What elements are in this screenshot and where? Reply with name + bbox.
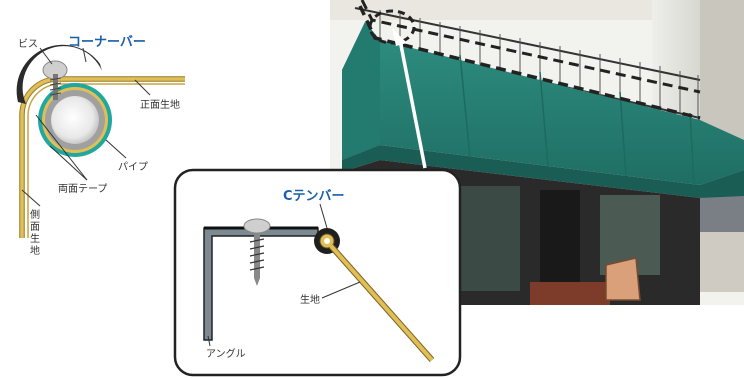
- pipe-label: パイプ: [118, 161, 148, 173]
- double-tape-label: 両面テープ: [58, 183, 107, 195]
- screw-icon-inset: [243, 218, 271, 286]
- inset-frame: [173, 168, 462, 377]
- svg-text:生: 生: [30, 232, 40, 245]
- screw-label: ビス: [18, 38, 38, 50]
- front-fabric-label: 正面生地: [140, 98, 180, 111]
- fabric-label: 生地: [300, 293, 320, 306]
- svg-text:地: 地: [30, 244, 40, 257]
- screw-icon: [42, 60, 68, 100]
- svg-text:側: 側: [30, 208, 40, 221]
- svg-text:面: 面: [30, 222, 40, 233]
- awning-edge-highlight: [358, 5, 701, 120]
- corner-bar-label: コーナーバー: [68, 35, 146, 50]
- pipe-inner: [51, 96, 99, 144]
- storefront-photo: [330, 0, 744, 305]
- awning: [342, 22, 744, 198]
- angle-label: アングル: [206, 347, 246, 360]
- pointer-arrow: [398, 39, 427, 169]
- corner-highlight-circle: [368, 9, 416, 45]
- corner-bar-diagram: ビス コーナーバー 正面生地 パイプ 両面テープ 側 面 生 地: [16, 35, 185, 257]
- side-fabric-label: 側 面 生 地: [30, 208, 40, 257]
- c-tenbar-label: Cテンバー: [283, 189, 345, 204]
- c-tenbar-inset: Cテンバー 生地 アングル: [173, 168, 462, 377]
